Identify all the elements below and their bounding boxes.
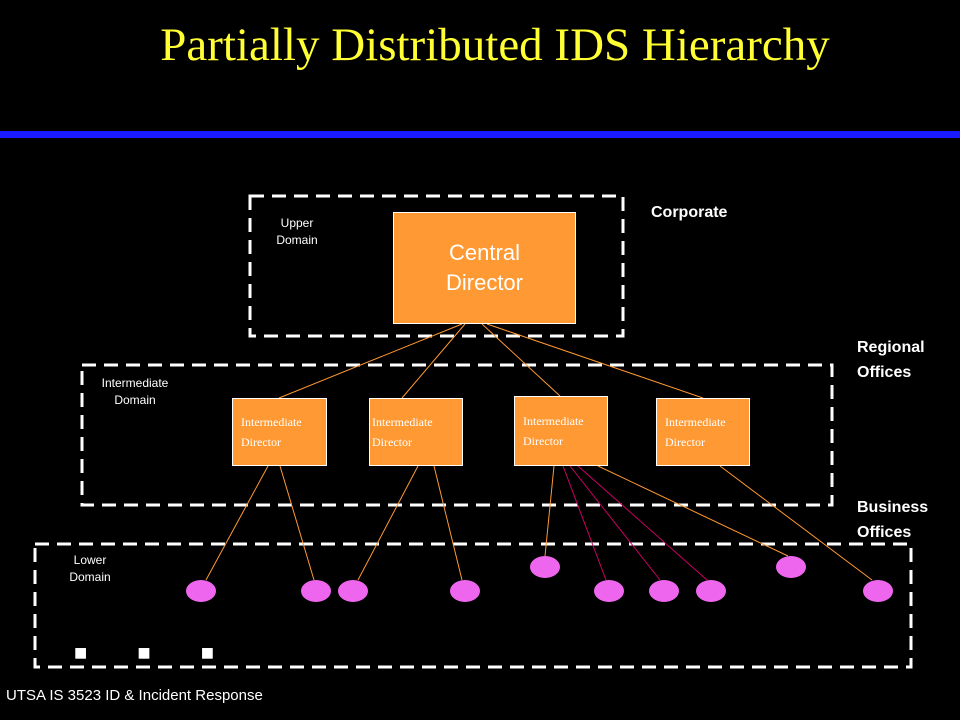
central-director-label: Central Director bbox=[445, 240, 523, 295]
link-director-2-agent-2 bbox=[433, 465, 463, 581]
intermediate-director-label: Intermediate Director bbox=[523, 414, 584, 448]
intermediate-director-node[interactable]: Intermediate Director bbox=[514, 396, 608, 466]
link-director-1-agent-2 bbox=[279, 465, 315, 581]
intermediate-director-node[interactable]: Intermediate Director bbox=[369, 398, 463, 466]
intermediate-director-node[interactable]: Intermediate Director bbox=[232, 398, 327, 466]
link-central-to-intermediate-3 bbox=[481, 323, 561, 397]
agent-node[interactable] bbox=[863, 580, 893, 602]
intermediate-domain-boundary bbox=[80, 363, 834, 507]
link-director-3-agent-1 bbox=[544, 465, 555, 557]
link-director-2-agent-1 bbox=[357, 465, 419, 581]
intermediate-director-label: Intermediate Director bbox=[241, 415, 302, 449]
upper-domain-boundary bbox=[248, 194, 625, 338]
intermediate-domain-label: Intermediate Domain bbox=[101, 376, 169, 407]
agent-node[interactable] bbox=[776, 556, 806, 578]
more-agents-ellipsis: ■ ■ ■ bbox=[74, 640, 237, 665]
agent-node[interactable] bbox=[594, 580, 624, 602]
intermediate-director-label: Intermediate Director bbox=[665, 415, 726, 449]
link-director-3-agent-5 bbox=[597, 465, 789, 557]
agent-node[interactable] bbox=[649, 580, 679, 602]
agent-node[interactable] bbox=[186, 580, 216, 602]
central-director-node[interactable]: Central Director bbox=[393, 212, 576, 324]
business-offices-tier-label: Business Offices bbox=[857, 499, 929, 541]
link-director-1-agent-1 bbox=[205, 465, 269, 581]
link-director-3-agent-4 bbox=[577, 465, 708, 581]
link-director-4-agent-1 bbox=[719, 465, 873, 581]
corporate-tier-label: Corporate bbox=[651, 204, 728, 221]
agent-node[interactable] bbox=[338, 580, 368, 602]
lower-domain-label: Lower Domain bbox=[69, 553, 111, 584]
link-director-3-agent-3 bbox=[569, 465, 661, 581]
intermediate-director-node[interactable]: Intermediate Director bbox=[656, 398, 750, 466]
agent-node[interactable] bbox=[696, 580, 726, 602]
page-title: Partially Distributed IDS Hierarchy bbox=[160, 19, 830, 71]
lower-domain-boundary bbox=[33, 542, 913, 669]
regional-offices-tier-label: Regional Offices bbox=[857, 339, 925, 381]
link-central-to-intermediate-1 bbox=[278, 323, 463, 399]
link-central-to-intermediate-2 bbox=[401, 323, 466, 399]
course-footer: UTSA IS 3523 ID & Incident Response bbox=[6, 687, 263, 704]
intermediate-director-label: Intermediate Director bbox=[372, 415, 433, 449]
agent-node[interactable] bbox=[301, 580, 331, 602]
link-director-3-agent-2 bbox=[562, 465, 607, 581]
link-central-to-intermediate-4 bbox=[486, 323, 704, 399]
upper-domain-label: Upper Domain bbox=[276, 216, 318, 247]
agent-node[interactable] bbox=[450, 580, 480, 602]
title-divider bbox=[0, 131, 960, 138]
agent-node[interactable] bbox=[530, 556, 560, 578]
